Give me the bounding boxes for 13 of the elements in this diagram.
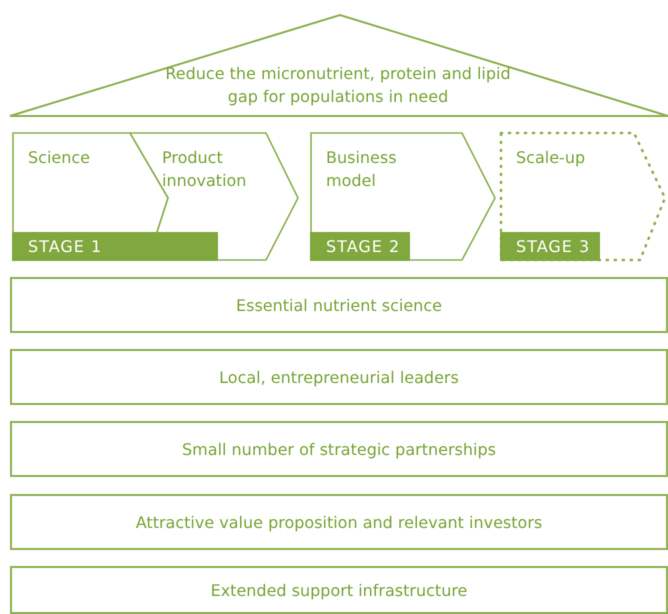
foundation-bar: Small number of strategic partnerships bbox=[10, 421, 668, 477]
stage-label: STAGE 3 bbox=[500, 232, 600, 261]
goal-text: Reduce the micronutrient, protein and lipid gap for populations in need bbox=[164, 63, 512, 108]
foundation-bar: Essential nutrient science bbox=[10, 277, 668, 333]
foundation-bar: Local, entrepreneurial leaders bbox=[10, 349, 668, 405]
foundation-bar: Extended support infrastructure bbox=[10, 566, 668, 614]
foundation-bar: Attractive value proposition and relevant investors bbox=[10, 494, 668, 550]
phase-label: Scale-up bbox=[516, 147, 586, 169]
stage-label: STAGE 2 bbox=[310, 232, 410, 261]
phase-label: Product innovation bbox=[162, 147, 248, 192]
stage-label: STAGE 1 bbox=[12, 232, 218, 261]
phase-label: Business model bbox=[326, 147, 398, 192]
phase-label: Science bbox=[28, 147, 92, 169]
